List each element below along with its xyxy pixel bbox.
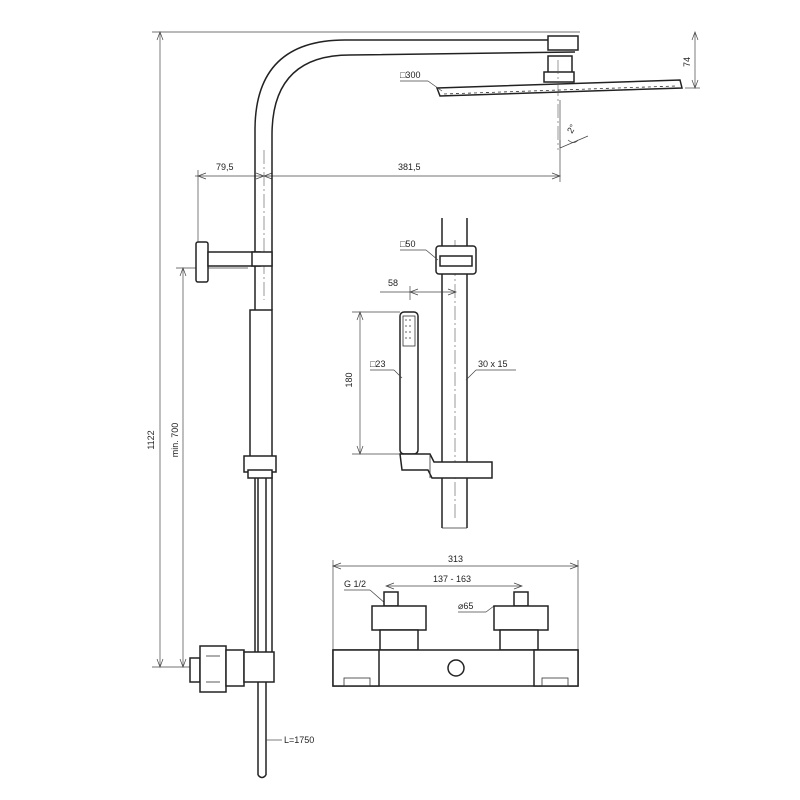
dimension-total-height: 1122: [146, 31, 580, 668]
valve-side-view: [189, 645, 275, 693]
wall-bracket: [195, 241, 273, 283]
slide-rail: [243, 309, 277, 660]
holder-size-label: □50: [400, 239, 415, 249]
dimension-min-height: min. 700: [170, 267, 248, 668]
shower-head: 74 □300 2°: [400, 31, 700, 150]
min-height-label: min. 700: [170, 423, 180, 458]
dimension-horizontal-offsets: 79,5 381,5: [195, 140, 561, 248]
hose-length-label: L=1750: [284, 735, 314, 745]
shower-hose: L=1750: [257, 478, 314, 779]
valve-width-label: 313: [448, 554, 463, 564]
tilt-label: 2°: [565, 122, 578, 135]
arm-length-label: 381,5: [398, 162, 421, 172]
hand-shower-detail: □50 58 180 □23 30 x 15: [344, 218, 516, 529]
head-height-label: 74: [682, 57, 692, 67]
centres-label: 137 - 163: [433, 574, 471, 584]
riser-and-arm: [254, 35, 579, 310]
head-size-label: □300: [400, 70, 420, 80]
valve-front-detail: 313 137 - 163 G 1/2 ⌀65: [332, 554, 579, 687]
handset-size-label: □23: [370, 359, 385, 369]
rail-section-label: 30 x 15: [478, 359, 508, 369]
escutcheon-label: ⌀65: [458, 601, 473, 611]
holder-offset-label: 58: [388, 278, 398, 288]
connection-label: G 1/2: [344, 579, 366, 589]
total-height-label: 1122: [146, 430, 156, 449]
handset-length-label: 180: [344, 372, 354, 387]
offset-left-label: 79,5: [216, 162, 234, 172]
